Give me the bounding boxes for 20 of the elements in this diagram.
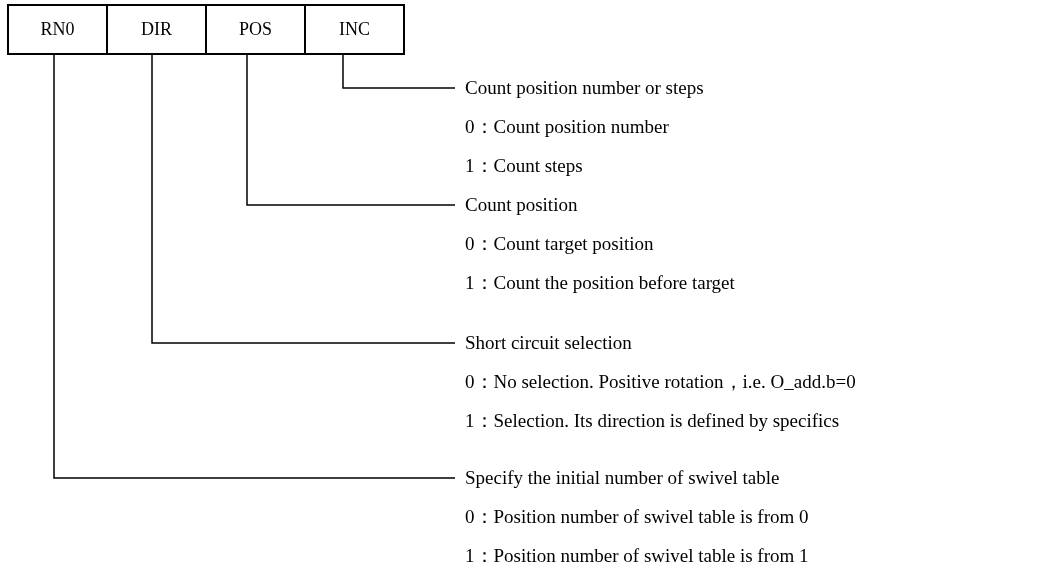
leader-line	[53, 54, 456, 479]
field-heading: Specify the initial number of swivel table	[464, 467, 781, 490]
option-text: 0：No selection. Positive rotation，i.e. O_add.b=0	[464, 371, 856, 394]
bit-field-cell: DIR	[106, 4, 207, 55]
field-heading: Short circuit selection	[464, 332, 633, 355]
option-text: 1：Count steps	[464, 155, 584, 178]
option-text: 0：Count position number	[464, 116, 670, 139]
option-text: 0：Count target position	[464, 233, 655, 256]
option-text: 0：Position number of swivel table is from 0	[464, 506, 809, 529]
bit-field-cell: POS	[205, 4, 306, 55]
bit-field-cell: RN0	[7, 4, 108, 55]
bit-field-cell: INC	[304, 4, 405, 55]
option-text: 1：Position number of swivel table is from 1	[464, 545, 809, 568]
leader-line	[151, 54, 456, 344]
option-text: 1：Count the position before target	[464, 272, 735, 295]
leader-line	[342, 54, 456, 89]
leader-line	[246, 54, 456, 206]
option-text: 1：Selection. Its direction is defined by specifics	[464, 410, 841, 433]
field-heading: Count position number or steps	[464, 77, 704, 100]
field-heading: Count position	[464, 194, 579, 217]
